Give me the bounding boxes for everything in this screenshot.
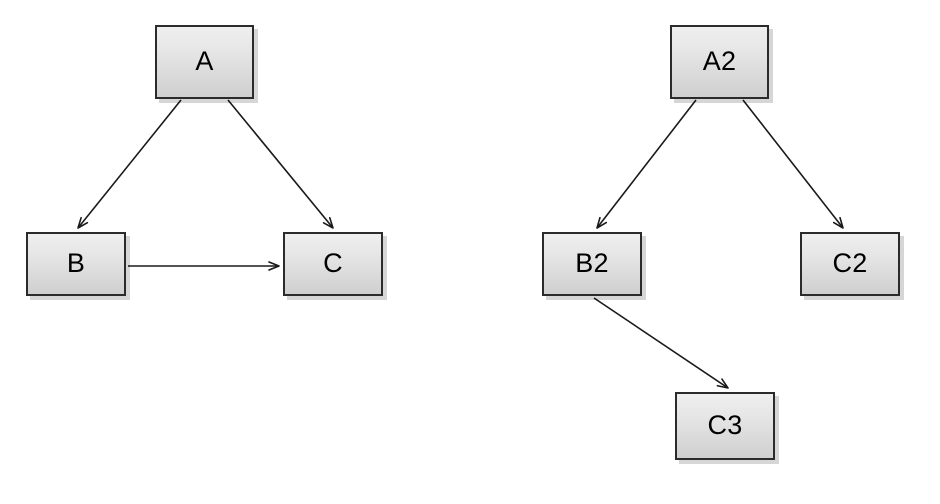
node-c3-label: C3 (707, 409, 743, 440)
edge-a-to-c (227, 99, 334, 229)
node-a[interactable]: A (155, 25, 254, 99)
node-b[interactable]: B (26, 232, 126, 296)
node-b2[interactable]: B2 (542, 232, 642, 296)
node-a2-label: A2 (702, 45, 737, 76)
edge-b2-to-c3 (593, 297, 729, 389)
node-a-label: A (195, 45, 214, 76)
node-c-label: C (323, 247, 343, 278)
node-c2-label: C2 (832, 247, 868, 278)
node-a2[interactable]: A2 (670, 25, 769, 99)
node-c2[interactable]: C2 (800, 232, 900, 296)
node-b2-label: B2 (575, 247, 609, 278)
edge-a-to-b (77, 99, 182, 229)
node-b-label: B (66, 247, 86, 278)
edge-a2-to-b2 (596, 99, 697, 229)
edge-a2-to-c2 (742, 99, 844, 229)
node-c3[interactable]: C3 (675, 392, 775, 460)
node-c[interactable]: C (283, 232, 383, 296)
